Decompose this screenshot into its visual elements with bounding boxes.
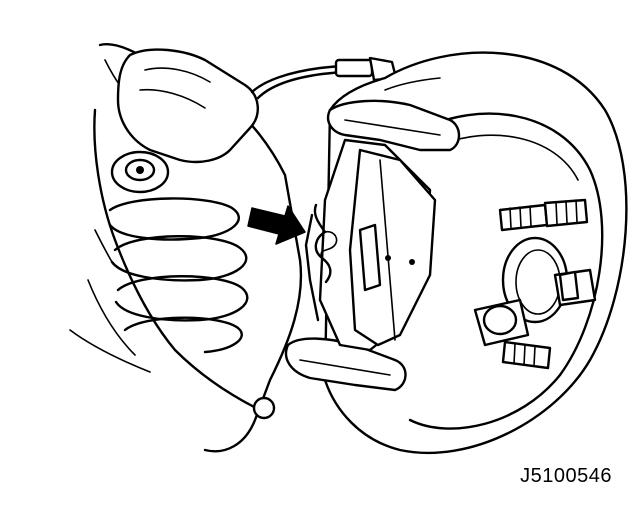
figure-id-label: J5100546 [520,465,612,487]
caliper-bracket-lower [252,337,407,420]
wheel-studs [473,198,597,370]
anti-rattle-clip [304,203,338,322]
brake-rotor [323,51,628,455]
callout-arrow [247,205,306,245]
caliper-bracket [326,99,461,152]
upper-mount [110,48,259,194]
wheel-stud [473,298,530,347]
brake-pads [318,138,437,352]
wheel-stud [501,340,552,370]
coil-spring [94,197,249,354]
wheel-stud [498,198,589,232]
wheel-stud [553,268,597,307]
